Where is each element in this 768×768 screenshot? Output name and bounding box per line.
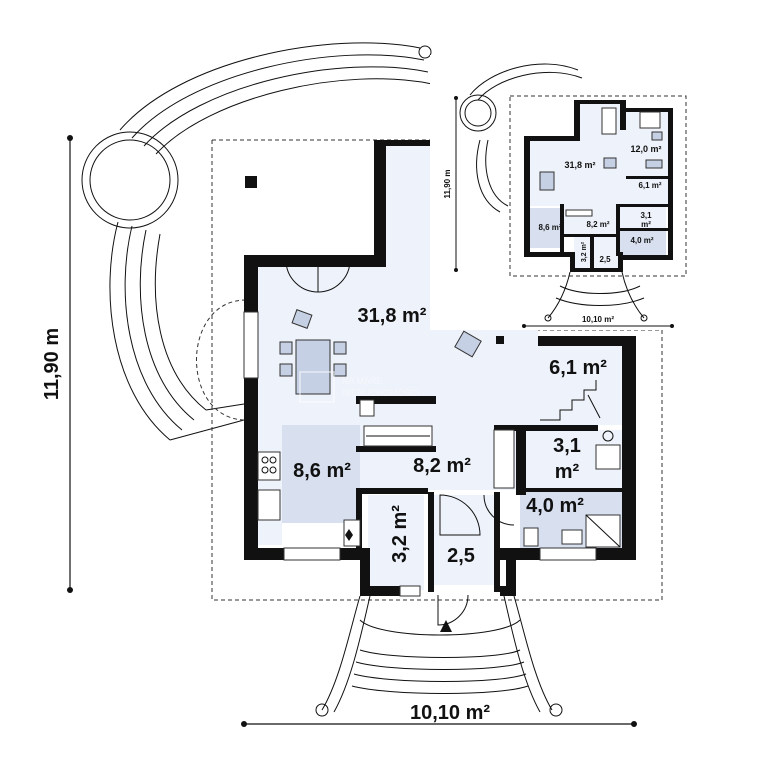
window-bottom-bath <box>539 547 597 561</box>
terrace-outline <box>196 299 247 421</box>
vestibule-label: 2,5 <box>447 545 475 567</box>
window-left <box>243 311 259 379</box>
kitchen-floor <box>282 425 360 523</box>
height-dimension-label: 11,90 m <box>41 328 63 400</box>
column-marker <box>245 176 257 188</box>
width-dimension-label: 10,10 m² <box>410 702 490 724</box>
width-dimension-line <box>241 721 637 727</box>
thumb-bath-label: 4,0 m² <box>630 236 653 245</box>
thumb-width-label: 10,10 m² <box>582 315 614 324</box>
thumbnail-plan: 11,90 m 10,10 m² 31,8 m² 12,0 m² 6,1 m² … <box>430 55 700 330</box>
height-dimension-line <box>67 135 73 593</box>
french-door <box>285 259 351 293</box>
wardrobe <box>363 425 515 489</box>
stairs-floor <box>538 345 624 425</box>
room-3-1-label-line2: m² <box>555 461 580 483</box>
door-vestibule <box>439 494 481 536</box>
hall-label: 8,2 m² <box>413 455 471 477</box>
dining-table <box>279 309 347 395</box>
closet-label: 3,2 m² <box>389 505 411 563</box>
thumb-kitchen-label: 8,6 m² <box>538 223 561 232</box>
main-floor-plan: 11,90 m 10,10 m² 31,8 m² 8,6 m² 8,2 m² 6… <box>41 42 663 727</box>
bath-label: 4,0 m² <box>526 495 584 517</box>
thumb-room-3-1-line2: m² <box>641 220 651 229</box>
thumb-hall-label: 8,2 m² <box>586 220 609 229</box>
window-bottom-kitchen <box>283 547 341 561</box>
watermark: NA MARE NIERUCHOMOŚCI <box>299 371 420 403</box>
closet-floor <box>368 495 424 590</box>
stairs-symbol <box>540 380 601 421</box>
thumb-height-label: 11,90 m <box>443 170 452 199</box>
thumb-bedroom-label: 12,0 m² <box>630 144 661 154</box>
thumb-living-label: 31,8 m² <box>564 160 595 170</box>
kitchen-counter <box>257 399 375 547</box>
thumb-room-3-1-line1: 3,1 <box>640 211 652 220</box>
thumb-closet-label: 3,2 m² <box>581 241 588 262</box>
stairs-room-label: 6,1 m² <box>549 357 607 379</box>
thumb-vestibule-label: 2,5 <box>599 255 611 264</box>
kitchen-label: 8,6 m² <box>293 460 351 482</box>
entry-steps <box>315 595 563 717</box>
bath-fixtures <box>523 430 621 548</box>
thumb-stairs-label: 6,1 m² <box>638 181 661 190</box>
post-marker <box>418 45 432 59</box>
watermark-line2: NIERUCHOMOŚCI <box>342 387 420 398</box>
vestibule-floor <box>432 495 494 585</box>
door-bath <box>483 494 515 526</box>
garden-arc-path <box>109 42 433 441</box>
door-entry <box>437 594 469 626</box>
circular-pond <box>81 131 179 229</box>
living-room-label: 31,8 m² <box>358 305 427 327</box>
watermark-line1: NA MARE <box>342 376 383 386</box>
armchair <box>454 330 482 358</box>
room-3-1-label-line1: 3,1 <box>553 435 581 457</box>
